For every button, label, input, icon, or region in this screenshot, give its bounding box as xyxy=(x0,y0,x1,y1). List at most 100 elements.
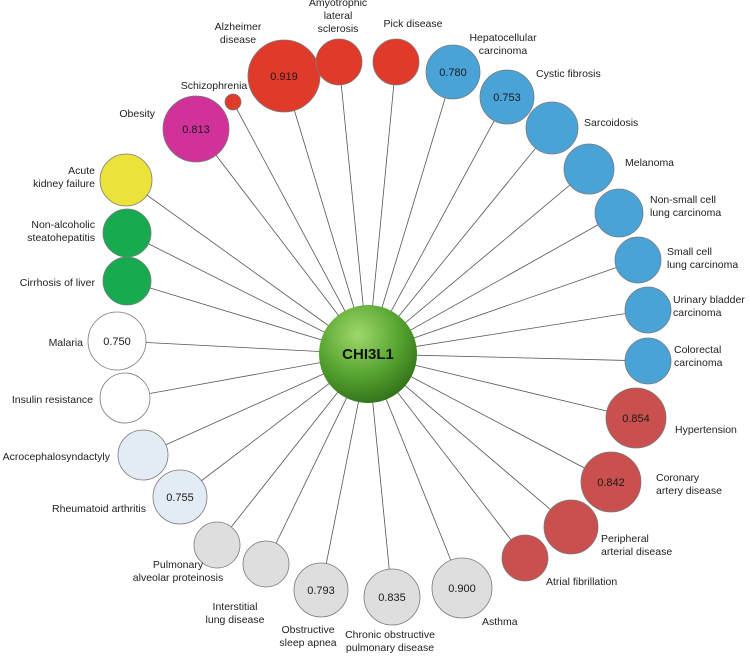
node-label-afib: Atrial fibrillation xyxy=(546,576,617,588)
node-label-line: Small cell xyxy=(667,246,712,258)
node-afib: Atrial fibrillation xyxy=(501,534,617,588)
node-value-asthma: 0.900 xyxy=(448,583,476,595)
node-label-acro: Acrocephalosyndactyly xyxy=(3,451,111,463)
node-label-line: lung carcinoma xyxy=(667,259,738,271)
node-value-obesity: 0.813 xyxy=(182,124,210,136)
node-circle-pap xyxy=(193,521,241,569)
node-label-line: Non-small cell xyxy=(650,194,716,206)
node-circle-sarcoidosis xyxy=(525,101,579,155)
node-label-line: arterial disease xyxy=(601,546,672,558)
node-label-line: Atrial fibrillation xyxy=(546,576,617,588)
node-circle-acro xyxy=(117,429,169,481)
node-label-line: Acrocephalosyndactyly xyxy=(3,451,111,463)
node-label-line: Sarcoidosis xyxy=(584,117,638,129)
node-label-line: lateral xyxy=(324,10,353,22)
node-label-line: steatohepatitis xyxy=(27,232,95,244)
node-circle-asthma xyxy=(431,557,493,619)
node-label-line: Rheumatoid arthritis xyxy=(52,503,146,515)
node-label-line: Obesity xyxy=(119,108,155,120)
node-label-line: Insulin resistance xyxy=(12,394,93,406)
node-label-line: Obstructive xyxy=(281,624,334,636)
node-label-line: Melanoma xyxy=(625,157,674,169)
node-label-line: Urinary bladder xyxy=(673,294,745,306)
node-circle-schizophrenia xyxy=(224,93,242,111)
node-label-line: Hypertension xyxy=(675,424,737,436)
node-label-line: Malaria xyxy=(49,337,84,349)
node-label-line: carcinoma xyxy=(479,45,528,57)
node-label-line: Schizophrenia xyxy=(181,80,248,92)
node-circle-cf xyxy=(479,69,535,125)
hub-label: CHI3L1 xyxy=(342,346,394,363)
node-cf: 0.753 Cystic fibrosis xyxy=(479,68,601,125)
node-value-ra: 0.755 xyxy=(166,492,194,504)
node-circle-pick xyxy=(372,38,420,86)
node-label-malaria: Malaria xyxy=(49,337,84,349)
node-label-line: Asthma xyxy=(482,616,518,628)
node-value-osa: 0.793 xyxy=(307,585,335,597)
edge-hcc xyxy=(367,71,454,355)
node-label-line: Cirrhosis of liver xyxy=(20,277,96,289)
node-circle-akf xyxy=(99,153,153,207)
node-circle-osa xyxy=(293,562,349,618)
node-label-line: Colorectal xyxy=(674,344,721,356)
node-circle-afib xyxy=(501,534,549,582)
node-label-pick: Pick disease xyxy=(384,18,443,30)
node-label-hypertension: Hypertension xyxy=(675,424,737,436)
node-label-line: Peripheral xyxy=(601,533,649,545)
node-value-hypertension: 0.854 xyxy=(622,413,650,425)
node-label-line: alveolar proteinosis xyxy=(133,572,223,584)
node-label-insulin: Insulin resistance xyxy=(12,394,93,406)
node-label-melanoma: Melanoma xyxy=(625,157,674,169)
node-label-line: sleep apnea xyxy=(279,637,336,649)
node-insulin: Insulin resistance xyxy=(12,372,151,424)
node-label-line: pulmonary disease xyxy=(346,642,434,654)
node-label-line: Interstitial xyxy=(213,601,258,613)
node-obesity: 0.813 Obesity xyxy=(119,95,230,163)
node-value-cf: 0.753 xyxy=(493,92,521,104)
node-circle-obesity xyxy=(162,95,230,163)
node-label-line: Cystic fibrosis xyxy=(536,68,601,80)
node-label-line: Pick disease xyxy=(384,18,443,30)
node-pick: Pick disease xyxy=(372,18,443,86)
node-circle-pad xyxy=(543,499,599,555)
node-label-line: kidney failure xyxy=(33,178,95,190)
node-label-line: Pulmonary xyxy=(153,559,204,571)
node-circle-hcc xyxy=(425,44,481,100)
node-circle-nash xyxy=(102,208,152,258)
node-label-line: carcinoma xyxy=(673,307,722,319)
node-circle-hypertension xyxy=(605,387,667,449)
hub-circle xyxy=(319,305,417,403)
node-label-line: lung carcinoma xyxy=(650,207,721,219)
node-circle-als xyxy=(315,38,363,86)
node-value-hcc: 0.780 xyxy=(439,67,467,79)
node-label-schizophrenia: Schizophrenia xyxy=(181,80,248,92)
node-circle-cirrhosis xyxy=(102,256,152,306)
node-value-cad: 0.842 xyxy=(597,477,625,489)
node-label-line: Alzheimer xyxy=(215,21,262,33)
